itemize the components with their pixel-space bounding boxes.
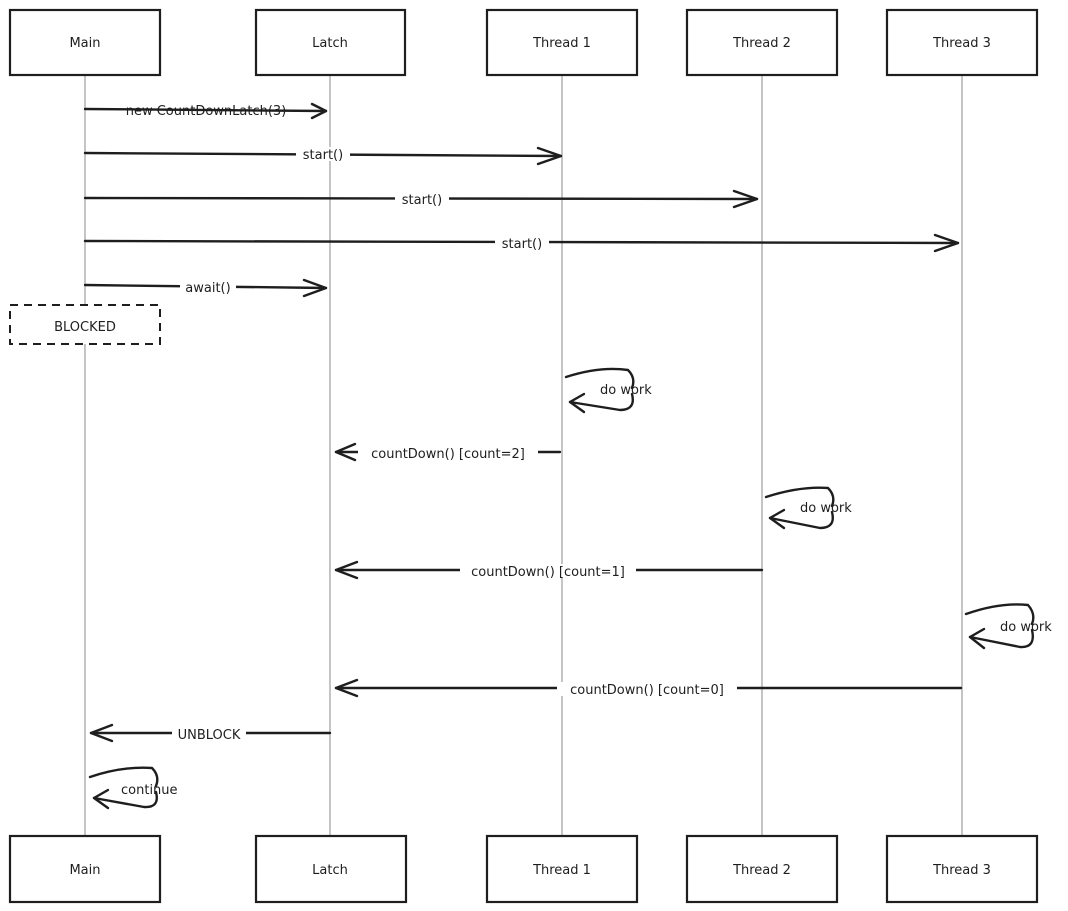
message-label: countDown() [count=0] [570,683,724,698]
arrowhead-right-icon [536,146,563,166]
arrow-line [83,107,328,113]
arrowhead-left-icon [334,560,359,580]
participant-label: Thread 1 [532,863,591,878]
note-label: BLOCKED [54,320,116,335]
message-new-latch[interactable]: new CountDownLatch(3) [83,102,328,120]
arrowhead-right-icon [933,233,960,253]
participant-label: Thread 3 [932,36,991,51]
participant-label: Latch [312,36,348,51]
participant-label: Main [69,863,100,878]
arrowhead-right-icon [302,278,328,298]
message-label: await() [185,281,230,296]
participant-thread-3-top[interactable]: Thread 3 [885,8,1039,77]
message-thread-3-do-work[interactable]: do work [964,603,1052,650]
participant-main-top[interactable]: Main [8,8,162,77]
message-label: do work [800,501,852,516]
message-start-thread-3[interactable]: start() [83,233,960,253]
message-label: start() [303,148,343,163]
participant-thread-2-bottom[interactable]: Thread 2 [685,834,839,904]
message-countdown-0[interactable]: countDown() [count=0] [334,678,963,698]
message-start-thread-2[interactable]: start() [83,189,759,209]
note-blocked[interactable]: BLOCKED [9,304,161,345]
arrowhead-left-icon [334,678,359,698]
message-label: countDown() [count=2] [371,447,525,462]
arrowhead-right-icon [732,189,759,209]
arrowhead-left-icon [768,508,786,530]
message-unblock[interactable]: UNBLOCK [89,723,332,743]
participant-latch-bottom[interactable]: Latch [254,834,408,904]
self-loop-line [764,486,835,530]
participant-thread-1-bottom[interactable]: Thread 1 [485,834,639,904]
message-thread-2-do-work[interactable]: do work [764,486,852,530]
self-loop-line [964,603,1035,649]
participant-latch-top[interactable]: Latch [254,8,407,77]
participant-label: Thread 1 [532,36,591,51]
message-thread-1-do-work[interactable]: do work [564,367,652,414]
arrowhead-right-icon [310,102,328,120]
participant-thread-3-bottom[interactable]: Thread 3 [885,834,1039,904]
participant-label: Latch [312,863,348,878]
messages: new CountDownLatch(3) start() start() st… [9,102,1052,810]
arrowhead-left-icon [92,788,110,810]
participants-bottom: Main Latch Thread 1 Thread 2 Thread 3 [8,834,1039,904]
message-label: do work [600,383,652,398]
self-loop-line [88,766,159,809]
lifelines [84,75,963,836]
message-label: UNBLOCK [178,728,241,743]
participants-top: Main Latch Thread 1 Thread 2 Thread 3 [8,8,1039,77]
message-label: start() [402,193,442,208]
message-countdown-2[interactable]: countDown() [count=2] [334,442,562,462]
message-start-thread-1[interactable]: start() [83,146,563,166]
message-label: do work [1000,620,1052,635]
message-await[interactable]: await() [83,278,328,298]
message-main-continue[interactable]: continue [88,766,178,810]
participant-thread-1-top[interactable]: Thread 1 [485,8,639,77]
arrowhead-left-icon [568,392,586,414]
participant-thread-2-top[interactable]: Thread 2 [685,8,839,77]
message-countdown-1[interactable]: countDown() [count=1] [334,560,764,580]
arrowhead-left-icon [89,723,114,743]
message-label: start() [502,237,542,252]
message-label: continue [121,783,178,798]
participant-label: Thread 2 [732,36,791,51]
participant-main-bottom[interactable]: Main [8,834,162,904]
participant-label: Main [69,36,100,51]
message-label: new CountDownLatch(3) [126,104,287,119]
message-label: countDown() [count=1] [471,565,625,580]
self-loop-line [564,367,635,412]
arrowhead-left-icon [334,442,357,462]
participant-label: Thread 2 [732,863,791,878]
arrowhead-left-icon [968,627,986,650]
participant-label: Thread 3 [932,863,991,878]
